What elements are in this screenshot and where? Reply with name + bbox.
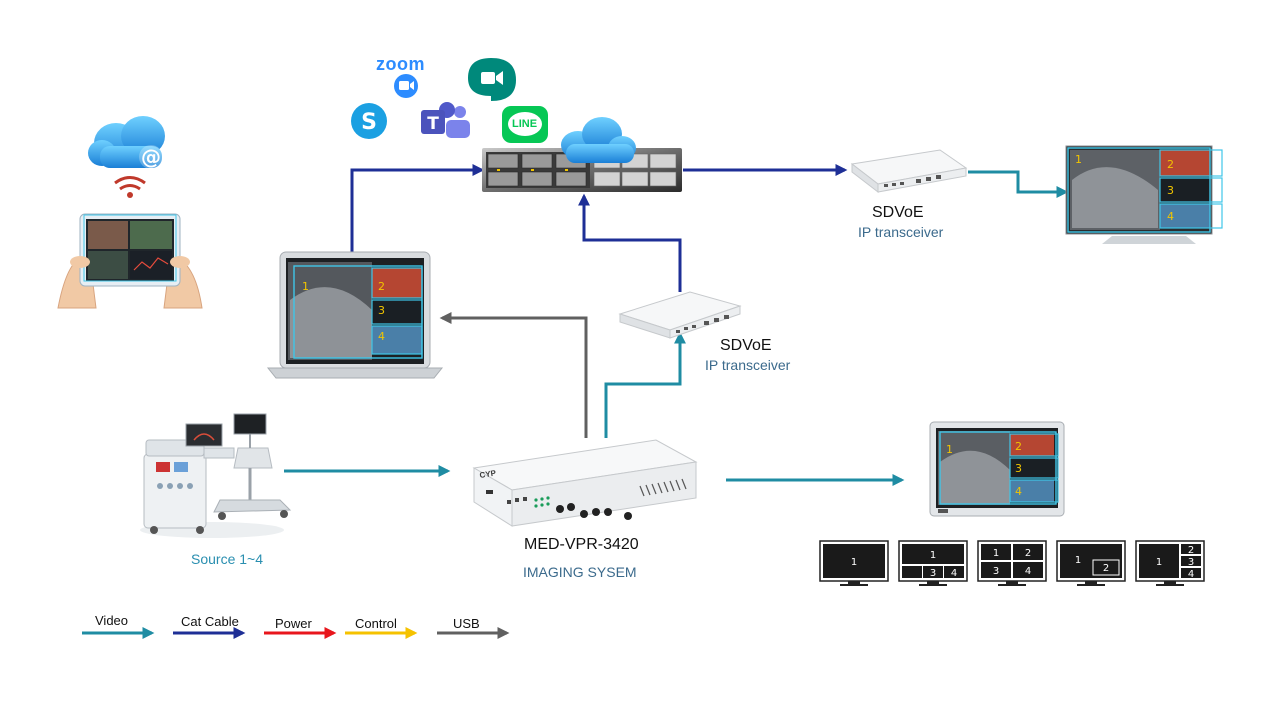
sdvoe-middle-title: SDVoE bbox=[720, 337, 772, 354]
video-sdvoe-top-to-monitor bbox=[968, 170, 1069, 198]
teams-icon: T bbox=[421, 102, 470, 138]
sdvoe-top-subtitle: IP transceiver bbox=[858, 224, 944, 240]
zoom-icon bbox=[394, 74, 418, 98]
wifi-icon bbox=[114, 176, 146, 198]
brand-logo: CYP bbox=[479, 468, 497, 480]
legend-label-cat-cable: Cat Cable bbox=[181, 614, 239, 629]
teams-letter: T bbox=[427, 114, 439, 134]
feed-label: 2 bbox=[1167, 158, 1174, 171]
cat-cable-sdvoe-mid-to-switch bbox=[578, 193, 682, 292]
display-monitor-top-right: 1 2 3 4 bbox=[1065, 145, 1223, 244]
layout-window-label: 4 bbox=[951, 568, 957, 579]
layout-pip: 1 2 bbox=[1056, 540, 1126, 586]
imaging-system-title: MED-VPR-3420 bbox=[524, 536, 639, 553]
feed-label: 1 bbox=[946, 443, 953, 456]
email-at-symbol: @ bbox=[141, 145, 161, 169]
layout-window-label: 3 bbox=[930, 568, 936, 579]
google-meet-icon bbox=[468, 58, 516, 101]
svg-text:S: S bbox=[361, 110, 377, 135]
feed-label: 2 bbox=[378, 280, 385, 293]
layout-window-label: 1 bbox=[851, 557, 857, 568]
layout-window-label: 4 bbox=[1025, 566, 1031, 577]
feed-label: 4 bbox=[378, 330, 385, 343]
layout-window-label: 2 bbox=[1025, 548, 1031, 559]
layout-window-label: 1 bbox=[930, 550, 936, 561]
medical-monitor: 1 2 3 4 bbox=[929, 421, 1065, 517]
layout-window-label: 3 bbox=[1188, 557, 1194, 568]
skype-icon: S bbox=[351, 103, 387, 139]
feed-label: 3 bbox=[1015, 462, 1022, 475]
cat-cable-laptop-to-switch bbox=[350, 164, 485, 252]
sdvoe-transceiver-top bbox=[850, 149, 968, 194]
legend-label-power: Power bbox=[275, 616, 312, 631]
feed-label: 3 bbox=[378, 304, 385, 317]
feed-label: 3 bbox=[1167, 184, 1174, 197]
feed-label: 2 bbox=[1015, 440, 1022, 453]
layout-single: 1 bbox=[819, 540, 889, 586]
feed-label: 1 bbox=[1075, 153, 1082, 166]
cloud-email-icon: @ bbox=[88, 116, 165, 169]
sdvoe-transceiver-middle bbox=[618, 291, 742, 339]
feed-label: 1 bbox=[302, 280, 309, 293]
cloud-icon bbox=[561, 117, 636, 163]
layout-window-label: 1 bbox=[993, 548, 999, 559]
source-label: Source 1~4 bbox=[191, 551, 263, 567]
legend-label-video: Video bbox=[95, 613, 129, 628]
tablet-device bbox=[57, 213, 203, 309]
connections bbox=[284, 164, 1069, 486]
laptop-device: 1 2 3 4 bbox=[266, 251, 444, 379]
layout-window-label: 2 bbox=[1188, 545, 1194, 556]
imaging-system-device: CYP bbox=[472, 439, 698, 527]
imaging-system-subtitle: IMAGING SYSEM bbox=[523, 564, 637, 580]
layout-window-label: 1 bbox=[1075, 555, 1081, 566]
line-wordmark: LINE bbox=[512, 118, 538, 130]
feed-label: 4 bbox=[1167, 210, 1174, 223]
legend-label-usb: USB bbox=[453, 616, 480, 631]
layout-window-label: 1 bbox=[1156, 557, 1162, 568]
sdvoe-top-title: SDVoE bbox=[872, 204, 924, 221]
line-icon bbox=[502, 106, 548, 143]
legend-label-control: Control bbox=[355, 616, 397, 631]
ultrasound-source-machine bbox=[140, 413, 292, 538]
layout-one-plus-three: 1 2 3 4 bbox=[1135, 540, 1205, 586]
layout-one-plus-two: 1 3 4 bbox=[898, 540, 968, 586]
feed-label: 4 bbox=[1015, 485, 1022, 498]
layout-window-label: 4 bbox=[1188, 569, 1194, 580]
layout-quad: 1 2 3 4 bbox=[977, 540, 1047, 586]
sdvoe-middle-subtitle: IP transceiver bbox=[705, 357, 791, 373]
layout-window-label: 2 bbox=[1103, 563, 1109, 574]
layout-window-label: 3 bbox=[993, 566, 999, 577]
zoom-wordmark: zoom bbox=[376, 54, 425, 74]
video-imaging-to-sdvoe-mid bbox=[604, 331, 686, 438]
usb-imaging-to-laptop bbox=[439, 312, 588, 438]
